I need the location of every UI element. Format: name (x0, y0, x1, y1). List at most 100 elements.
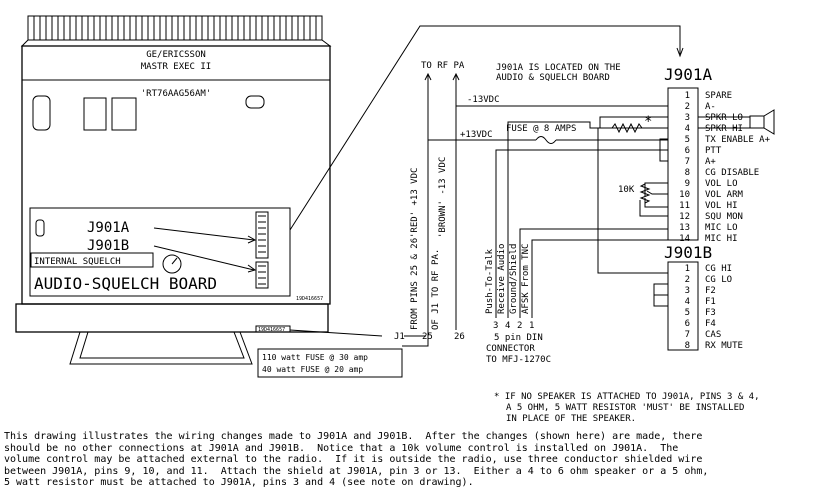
fuse-label: FUSE @ 8 AMPS (506, 124, 576, 134)
j901b-pin-5-number: 5 (685, 308, 690, 318)
j901b-pin-7-label: CAS (705, 330, 721, 340)
description-text: This drawing illustrates the wiring chan… (4, 431, 834, 489)
resistor-symbol (600, 122, 668, 134)
fuse-box (257, 348, 403, 378)
j901b-pin-3-number: 3 (685, 286, 690, 296)
j901b-pin-1-label: CG HI (705, 264, 732, 274)
j901a-pin-9-number: 9 (685, 179, 690, 189)
j901a-pin-13-number: 13 (679, 223, 690, 233)
audio-squelch-board: J901A J901B INTERNAL SQUELCH AUDIO-SQUEL… (29, 207, 323, 302)
j901a-pin-10-label: VOL ARM (705, 190, 744, 200)
heat-sink (27, 15, 323, 41)
j901a-pin-4-number: 4 (685, 124, 690, 134)
j901a-pin-2-label: A- (705, 102, 716, 112)
din-pin-4: 4 (505, 321, 510, 331)
j901a-pin-13-label: MIC LO (705, 223, 738, 233)
description-line: between J901A, pins 9, 10, and 11. Attac… (4, 465, 709, 477)
j901b-pin-3-label: F2 (705, 286, 716, 296)
radio-chassis: GE/ERICSSON MASTR EXEC II 'RT76AAG56AM' … (15, 15, 684, 365)
din-wire-receive-audio: Receive Audio (497, 244, 507, 314)
resistor-mark: * (644, 114, 652, 130)
j901b-pin-1-number: 1 (685, 264, 690, 274)
j901a-board-label: J901A (87, 220, 130, 236)
speaker-note-line-2: A 5 OHM, 5 WATT RESISTOR 'MUST' BE INSTA… (506, 403, 744, 413)
j1-label: J1 (394, 332, 405, 342)
j901b-pin-4-number: 4 (685, 297, 690, 307)
j901b-pin-2-label: CG LO (705, 275, 732, 285)
j901b-pin-7-number: 7 (685, 330, 690, 340)
to-rf-pa-label: TO RF PA (421, 61, 465, 71)
board-code: 19D416657 (296, 296, 323, 302)
internal-squelch-label: INTERNAL SQUELCH (34, 257, 121, 267)
j901a-pin-1-number: 1 (685, 91, 690, 101)
description-line: This drawing illustrates the wiring chan… (4, 431, 703, 442)
j901a-pin-8-label: CG DISABLE (705, 168, 759, 178)
j901a-pin-12-number: 12 (679, 212, 690, 222)
din-wiring: Push-To-Talk Receive Audio Ground/Shield… (485, 121, 668, 365)
j901b-pin-2-number: 2 (685, 275, 690, 285)
board-label: AUDIO-SQUELCH BOARD (34, 274, 217, 293)
j901b-pin-6-number: 6 (685, 319, 690, 329)
j901a-pin-1-label: SPARE (705, 91, 732, 101)
j901a-pin-11-number: 11 (679, 201, 690, 211)
fuse-box-line-2: 40 watt FUSE @ 20 amp (262, 365, 363, 374)
j901a-pin-5-number: 5 (685, 135, 690, 145)
pos-13-label: +13VDC (460, 130, 493, 140)
volume-pot-symbol (639, 183, 651, 204)
din-pin-2: 2 (517, 321, 522, 331)
j901a-connector: J901A 1 SPARE 2 A- 3 SPKR LO 4 SPKR HI 5 TX ENABL… (599, 65, 775, 244)
j901a-pin-2-number: 2 (685, 102, 690, 112)
din-pin-1: 1 (529, 321, 534, 331)
j901a-pin-3-label: SPKR LO (705, 113, 743, 123)
din-caption-2: CONNECTOR (486, 344, 535, 354)
j901a-pin-7-number: 7 (685, 157, 690, 167)
din-caption-1: 5 pin DIN (494, 333, 543, 343)
j901a-pin-12-label: SQU MON (705, 212, 743, 222)
fuse-symbol (535, 136, 557, 144)
j901b-pin-8-number: 8 (685, 341, 690, 351)
j901a-title: J901A (664, 65, 713, 84)
fuse-box-line-1: 110 watt FUSE @ 30 amp (262, 353, 368, 362)
radio-model: MASTR EXEC II (141, 62, 211, 72)
neg-13-label: -13VDC (467, 95, 500, 105)
pot-label: 10K (618, 185, 635, 195)
j901a-pin-3-number: 3 (685, 113, 690, 123)
j901a-pin-5-label: TX ENABLE A+ (705, 135, 771, 145)
j901b-pin-5-label: F3 (705, 308, 716, 318)
din-caption-3: TO MFJ-1270C (486, 355, 551, 365)
pin-26-label: 26 (454, 332, 465, 342)
din-wire-ground-shield: Ground/Shield (509, 244, 519, 314)
din-pin-3: 3 (493, 321, 498, 331)
j901a-pin-14-number: 14 (679, 234, 690, 244)
speaker-note-line-3: IN PLACE OF THE SPEAKER. (506, 414, 636, 424)
radio-brand: GE/ERICSSON (146, 50, 206, 60)
speaker-icon (749, 109, 775, 135)
j901b-title: J901B (664, 243, 712, 262)
pin-25-label: 25 (422, 332, 433, 342)
din-wire-afsk: AFSK From TNC (521, 244, 531, 314)
front-panel: 19D416657 (15, 303, 329, 365)
j901b-board-label: J901B (87, 238, 129, 254)
power-wiring: TO RF PA 'RED' +13 VDC 'BROWN' -13 VDC F… (257, 61, 668, 378)
speaker-note-line-1: * IF NO SPEAKER IS ATTACHED TO J901A, PI… (494, 392, 760, 402)
j901a-pin-10-number: 10 (679, 190, 690, 200)
description-line: should be no other connections at J901A … (4, 442, 679, 454)
j901b-pin-8-label: RX MUTE (705, 341, 743, 351)
description-line: 5 watt resistor must be attached to J901… (4, 477, 474, 488)
brown-wire-label: 'BROWN' -13 VDC (438, 157, 448, 238)
squelch-knob (162, 254, 182, 274)
j901a-pin-9-label: VOL LO (705, 179, 738, 189)
red-wire-label: 'RED' +13 VDC (410, 168, 420, 238)
internal-components (32, 95, 265, 237)
din-wire-push-to-talk: Push-To-Talk (485, 248, 495, 314)
speaker-note: * IF NO SPEAKER IS ATTACHED TO J901A, PI… (494, 392, 760, 424)
chassis-code: 19D416657 (258, 327, 285, 333)
description-line: volume control may be attached external … (4, 454, 703, 465)
pins-note-1: FROM PINS 25 & 26 (410, 238, 420, 330)
j901a-pin-4-label: SPKR HI (705, 124, 743, 134)
j901b-pin-4-label: F1 (705, 297, 716, 307)
j901a-pin-8-number: 8 (685, 168, 690, 178)
j901a-pin-6-number: 6 (685, 146, 690, 156)
j901a-pin-6-label: PTT (705, 146, 722, 156)
